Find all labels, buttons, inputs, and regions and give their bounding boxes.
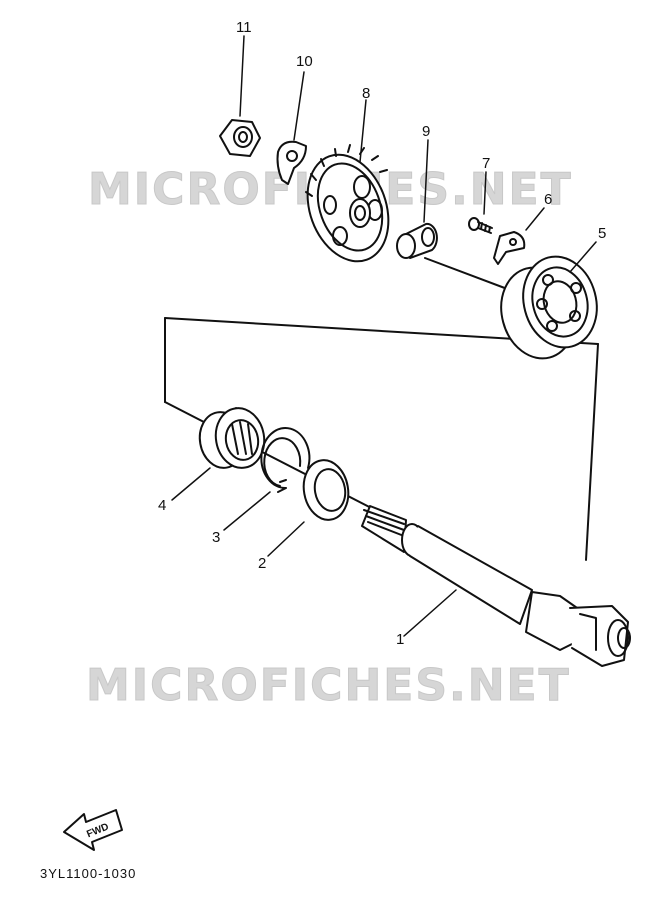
nut-part — [219, 119, 261, 157]
collar-part — [396, 222, 438, 259]
callout-5: 5 — [598, 225, 607, 242]
oil-seal-part — [302, 459, 350, 521]
callout-6: 6 — [544, 191, 553, 208]
stopper-plate-part — [493, 231, 526, 265]
callout-1: 1 — [396, 631, 405, 648]
leader-lines — [171, 35, 597, 637]
fwd-arrow-icon — [63, 809, 123, 851]
lock-washer-part — [276, 140, 307, 185]
kick-axle-part — [361, 505, 631, 667]
callout-4: 4 — [158, 497, 167, 514]
callout-10: 10 — [296, 53, 313, 70]
callout-8: 8 — [362, 85, 371, 102]
diagram-code: 3YL1100-1030 — [40, 866, 137, 881]
screw-part — [468, 217, 493, 234]
callout-7: 7 — [482, 155, 491, 172]
needle-bearing-part — [198, 407, 266, 469]
watermark-bottom: MICROFICHES.NET — [86, 660, 571, 712]
callout-2: 2 — [258, 555, 267, 572]
gear-part — [305, 144, 390, 263]
ball-bearing-part — [500, 255, 598, 360]
callout-11: 11 — [236, 19, 252, 36]
callout-3: 3 — [212, 529, 221, 546]
circlip-part — [260, 427, 311, 493]
callout-8-9: 9 — [422, 123, 431, 140]
